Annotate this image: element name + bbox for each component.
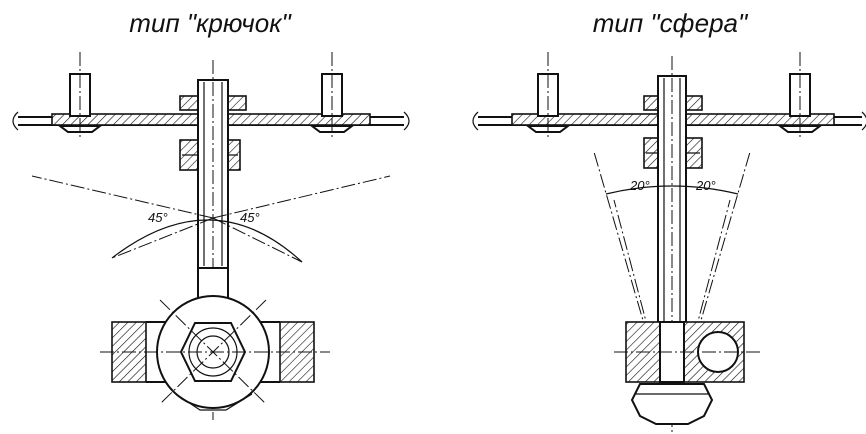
- sphere-joint-housing: [614, 321, 760, 425]
- anchor-bolt-right-2: [777, 52, 823, 140]
- hook-type-title: тип "крючок": [129, 8, 291, 38]
- sphere-type-diagram: 20° 20°: [472, 52, 866, 432]
- hook-type-diagram: 45° 45°: [12, 52, 410, 420]
- sphere-type-title: тип "сфера": [592, 8, 748, 38]
- angle-label-left-2: 45°: [240, 210, 260, 225]
- sphere: [630, 383, 714, 425]
- anchor-bolt-left-1: [57, 52, 103, 140]
- angle-label-right-2: 20°: [695, 178, 716, 193]
- angle-arc-left: [111, 219, 303, 263]
- angle-label-right-1: 20°: [629, 178, 650, 193]
- angle-label-left-1: 45°: [148, 210, 168, 225]
- angle-arc-right: [605, 185, 739, 195]
- anchor-bolt-left-2: [309, 52, 355, 140]
- hook-joint-housing: [100, 295, 330, 411]
- anchor-bolt-right-1: [525, 52, 571, 140]
- suspension-rod-left: [197, 60, 229, 420]
